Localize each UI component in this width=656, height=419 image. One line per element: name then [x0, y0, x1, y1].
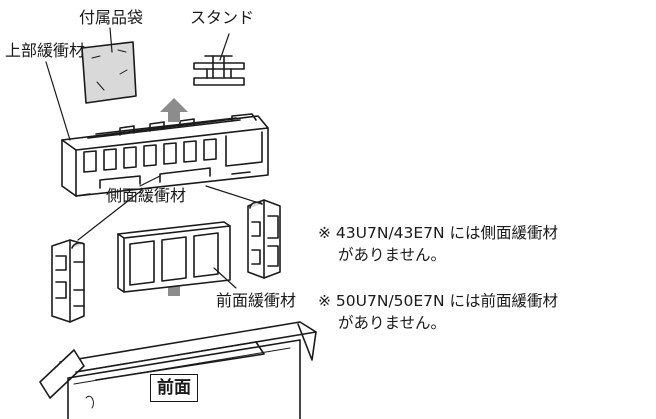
stand-drawing [193, 55, 245, 86]
box-front-label: 前面 [150, 374, 198, 402]
stand-label: スタンド [190, 8, 255, 27]
shipping-box-drawing [39, 321, 317, 419]
front-cushion-label: 前面緩衝材 [216, 291, 297, 310]
note-side-cushion-line1: ※ 43U7N/43E7N には側面緩衝材 [318, 224, 559, 242]
side-cushion-label: 側面緩衝材 [106, 186, 187, 205]
right-side-cushion-drawing [247, 199, 281, 279]
left-side-cushion-drawing [51, 239, 85, 323]
lift-arrow-upper [160, 98, 188, 122]
note-front-cushion-line2: がありません。 [338, 314, 447, 332]
top-cushion-drawing [61, 113, 269, 197]
accessory-bag-label: 付属品袋 [79, 8, 144, 27]
note-side-cushion-line2: がありません。 [338, 246, 447, 264]
note-front-cushion: ※ 50U7N/50E7N には前面緩衝材 がありません。 [318, 290, 558, 334]
front-cushion-drawing [117, 221, 231, 293]
leader-lines [45, 27, 263, 289]
accessory-bag-drawing [81, 41, 137, 104]
note-front-cushion-line1: ※ 50U7N/50E7N には前面緩衝材 [318, 292, 559, 310]
top-cushion-label: 上部緩衝材 [5, 41, 86, 60]
note-side-cushion: ※ 43U7N/43E7N には側面緩衝材 がありません。 [318, 222, 558, 266]
